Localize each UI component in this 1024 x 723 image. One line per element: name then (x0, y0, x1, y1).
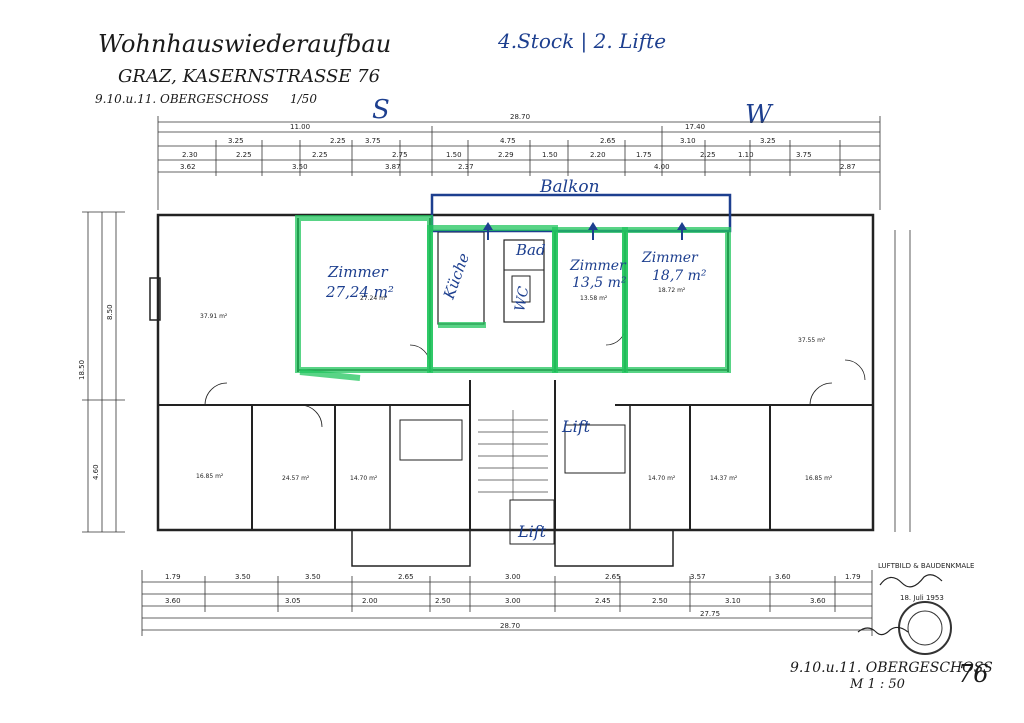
plan-title: Wohnhauswiederaufbau (98, 30, 391, 58)
top-dim-r1: 3.25 (228, 137, 244, 145)
plan-number: 76 (958, 660, 989, 688)
balcony-label: Balkon (539, 177, 600, 197)
top-dim-r1: 3.10 (680, 137, 696, 145)
handwritten-note: 4.Stock | 2. Lifte (497, 29, 666, 54)
bottom-dim-r2: 2.50 (435, 597, 451, 605)
room-bad: Bad (515, 241, 546, 259)
stamp-text: LUFTBILD & BAUDENKMALE (878, 562, 974, 570)
plan-scale: 1/50 (290, 92, 317, 106)
top-dim-r1: 2.25 (330, 137, 346, 145)
bottom-dim-r2: 2.45 (595, 597, 611, 605)
room-kueche: Küche (440, 250, 474, 302)
room-zimmer-2: Zimmer (569, 258, 627, 274)
lift-label-1: Lift (561, 417, 591, 436)
room-zimmer-3-area: 18,7 m² (652, 268, 707, 284)
top-dim-r2: 2.29 (498, 151, 514, 159)
top-dim-r2: 2.25 (236, 151, 252, 159)
bottom-dim-r2: 3.10 (725, 597, 741, 605)
footer-floor-label: 9.10.u.11. OBERGESCHOSS (790, 660, 993, 676)
top-dim-r1: 4.75 (500, 137, 516, 145)
top-dim-r3: 2.87 (840, 163, 856, 171)
left-dim-top: 8.50 (106, 304, 114, 320)
top-dim-r2: 1.75 (636, 151, 652, 159)
area-label: 14.70 m² (648, 475, 676, 482)
bottom-dim-r2: 2.00 (362, 597, 378, 605)
top-dim-r3: 3.50 (292, 163, 308, 171)
top-dim-r1: 2.65 (600, 137, 616, 145)
area-label: 37.55 m² (798, 337, 826, 344)
area-label: 16.85 m² (805, 475, 833, 482)
bottom-dim-r1: 3.57 (690, 573, 706, 581)
bottom-dim-r1: 3.00 (505, 573, 521, 581)
bottom-dim-sub: 27.75 (700, 610, 720, 618)
bottom-dim-total: 28.70 (500, 622, 520, 630)
signature-mark (857, 626, 909, 636)
bottom-dim-r1: 3.50 (235, 573, 251, 581)
top-dim-r2: 1.50 (542, 151, 558, 159)
top-dim-r2: 1.10 (738, 151, 754, 159)
lift-label-2: Lift (517, 522, 547, 541)
bottom-dim-r1: 1.79 (165, 573, 181, 581)
top-dim-r3: 3.62 (180, 163, 196, 171)
top-dim-r1: 3.25 (760, 137, 776, 145)
top-dim-r2: 2.25 (312, 151, 328, 159)
top-dim-r2: 2.20 (590, 151, 606, 159)
top-dim-r1: 3.75 (365, 137, 381, 145)
area-label: 16.85 m² (196, 473, 224, 480)
room-zimmer-2-area: 13,5 m² (572, 275, 627, 291)
compass-west-label: W (745, 100, 774, 130)
bottom-dimension-chains: 1.79 3.50 3.50 2.65 3.00 2.65 3.57 3.60 … (141, 570, 873, 636)
footer-scale-label: M 1 : 50 (849, 677, 905, 692)
left-dim-total: 18.50 (78, 360, 86, 380)
top-dim-right: 17.40 (685, 123, 705, 131)
signature-mark (879, 574, 943, 588)
bottom-dim-r2: 3.00 (505, 597, 521, 605)
top-dim-r3: 2.37 (458, 163, 474, 171)
area-label: 18.72 m² (658, 287, 686, 294)
bottom-dim-r2: 3.60 (810, 597, 826, 605)
top-dim-r2: 2.25 (700, 151, 716, 159)
approval-stamp: LUFTBILD & BAUDENKMALE 18. Juli 1953 (857, 562, 974, 655)
round-seal-icon (898, 601, 952, 655)
room-zimmer-3: Zimmer (641, 250, 699, 266)
top-dim-r3: 3.87 (385, 163, 401, 171)
top-dim-r2: 2.30 (182, 151, 198, 159)
area-label: 24.57 m² (282, 475, 310, 482)
right-dimension-chains (894, 230, 911, 532)
bottom-dim-r2: 2.50 (652, 597, 668, 605)
top-dim-r2: 2.75 (392, 151, 408, 159)
top-dim-r2: 3.75 (796, 151, 812, 159)
top-dim-total: 28.70 (510, 113, 530, 121)
bottom-dim-r1: 3.50 (305, 573, 321, 581)
room-zimmer-1-area: 27,24 m² (325, 283, 394, 301)
bottom-dim-r1: 3.60 (775, 573, 791, 581)
plan-floor-line: 9.10.u.11. OBERGESCHOSS (95, 92, 269, 106)
balcony-access-arrows (483, 222, 687, 240)
room-zimmer-1: Zimmer (327, 263, 389, 281)
bottom-dim-r2: 3.60 (165, 597, 181, 605)
top-dimension-chains: 28.70 11.00 17.40 3.25 2.25 3.75 4.75 2.… (157, 113, 881, 210)
bottom-dim-r1: 1.79 (845, 573, 861, 581)
top-dim-r2: 1.50 (446, 151, 462, 159)
left-dimension-chains: 18.50 8.50 4.60 (78, 211, 125, 533)
area-label: 37.91 m² (200, 313, 228, 320)
area-label: 14.70 m² (350, 475, 378, 482)
stamp-date: 18. Juli 1953 (900, 594, 944, 602)
area-label: 13.58 m² (580, 295, 608, 302)
top-dim-r3: 4.00 (654, 163, 670, 171)
compass-south-label: S (372, 95, 390, 125)
area-label: 27.24 m² (360, 295, 388, 302)
room-wc: WC (512, 285, 532, 313)
bottom-dim-r2: 3.05 (285, 597, 301, 605)
bottom-dim-r1: 2.65 (605, 573, 621, 581)
top-dim-left: 11.00 (290, 123, 310, 131)
plan-address: GRAZ, KASERNSTRASSE 76 (118, 66, 380, 87)
left-dim-bottom: 4.60 (92, 464, 100, 480)
bottom-dim-r1: 2.65 (398, 573, 414, 581)
area-label: 14.37 m² (710, 475, 738, 482)
building-walls (149, 213, 875, 567)
round-seal-inner-icon (907, 610, 943, 646)
